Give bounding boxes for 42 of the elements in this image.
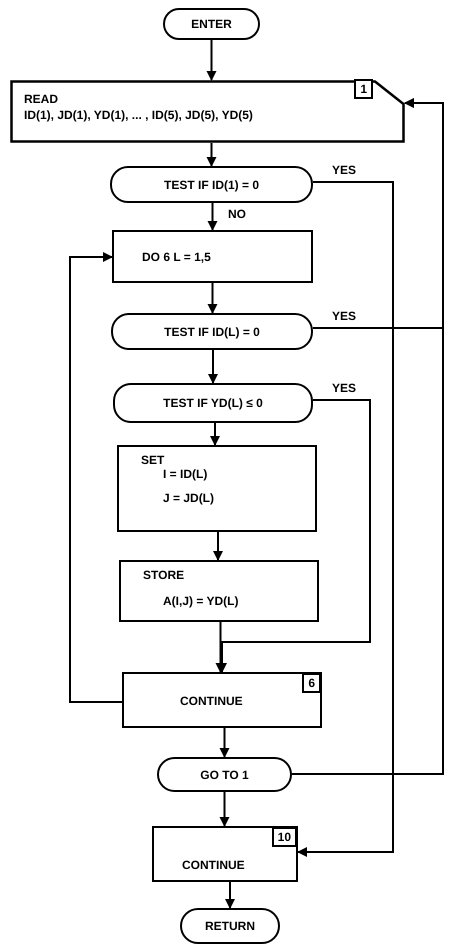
arrow — [208, 203, 218, 231]
step-number: 6 — [302, 673, 321, 693]
process-text: CONTINUE — [180, 694, 243, 708]
input-card — [10, 80, 405, 143]
process-text: CONTINUE — [182, 858, 245, 872]
arrow — [213, 532, 223, 561]
arrow — [297, 181, 394, 857]
process-text: ID(1), JD(1), YD(1), ... , ID(5), JD(5), YD(5) — [24, 108, 253, 122]
arrow — [210, 423, 220, 446]
arrow — [220, 792, 230, 827]
terminal-text: TEST IF YD(L) ≤ 0 — [163, 396, 263, 410]
edge-label: YES — [330, 382, 358, 395]
process-box — [112, 230, 313, 283]
arrow — [292, 98, 444, 775]
arrow — [69, 252, 122, 703]
terminal-text: ENTER — [191, 17, 232, 31]
terminal-text: RETURN — [205, 919, 255, 933]
step-number: 10 — [272, 827, 297, 847]
edge-label: NO — [226, 208, 248, 221]
step-number: 1 — [354, 79, 373, 99]
arrow — [208, 350, 218, 384]
process-text: I = ID(L) — [163, 467, 208, 481]
process-text: SET — [141, 453, 164, 467]
terminal-text: TEST IF ID(1) = 0 — [164, 178, 259, 192]
terminal-text: GO TO 1 — [200, 768, 249, 782]
process-text: STORE — [143, 568, 184, 582]
arrow — [208, 283, 218, 314]
process-text: DO 6 L = 1,5 — [142, 250, 211, 264]
process-box — [152, 826, 298, 882]
process-box — [117, 445, 317, 532]
edge-label: YES — [330, 310, 358, 323]
process-text: A(I,J) = YD(L) — [163, 594, 238, 608]
arrow — [225, 882, 235, 909]
terminal-text: TEST IF ID(L) = 0 — [164, 324, 260, 338]
process-text: READ — [24, 92, 58, 106]
arrow — [206, 143, 216, 167]
process-text: J = JD(L) — [163, 491, 214, 505]
edge-label: YES — [330, 164, 358, 177]
arrow — [206, 40, 216, 81]
process-box — [119, 560, 319, 622]
arrow — [220, 728, 230, 758]
process-box — [122, 672, 322, 728]
